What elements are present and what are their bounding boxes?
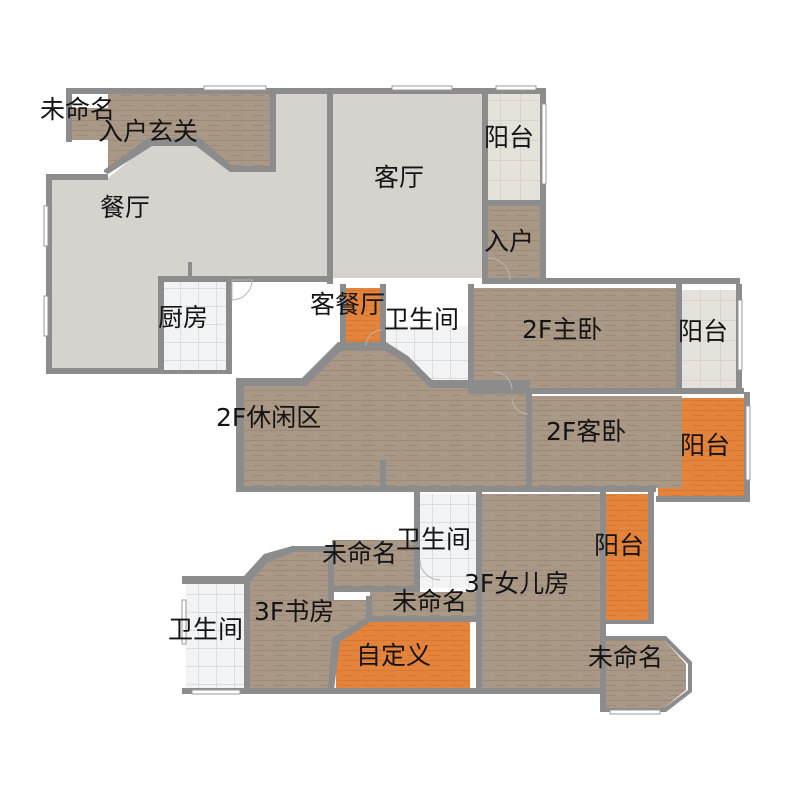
floor-balcony-3 xyxy=(658,398,748,498)
room-label-unnamed-1: 未命名 xyxy=(40,95,115,124)
room-labels: 未命名 入户玄关 餐厅 客厅 阳台 入户 厨房 客餐厅 卫生间 2F主卧 阳台 … xyxy=(40,95,730,672)
room-label-kitchen: 厨房 xyxy=(158,303,208,332)
room-label-unnamed-2: 未命名 xyxy=(322,539,397,568)
room-floors xyxy=(52,94,748,708)
room-label-balcony-3: 阳台 xyxy=(680,431,730,460)
floor-balcony-1 xyxy=(486,94,540,202)
floor-kitchen xyxy=(162,282,230,370)
floor-guest-bedroom xyxy=(530,396,682,488)
floor-study xyxy=(246,550,370,690)
room-label-entry: 入户 xyxy=(484,227,534,256)
room-label-custom: 自定义 xyxy=(356,641,431,670)
floor-entrance-hall xyxy=(108,94,272,168)
floor-unnamed-3 xyxy=(370,592,478,620)
room-label-guest-bedroom: 2F客卧 xyxy=(546,417,626,446)
doors xyxy=(231,257,529,581)
floor-master-bedroom xyxy=(472,288,678,392)
floor-balcony-2 xyxy=(682,290,738,392)
floor-unnamed-4 xyxy=(604,640,686,708)
room-label-balcony-2: 阳台 xyxy=(678,317,728,346)
floor-leisure xyxy=(240,346,528,488)
room-label-balcony-4: 阳台 xyxy=(594,531,644,560)
floor-dining xyxy=(52,94,330,368)
floor-bathroom-2 xyxy=(418,494,476,588)
room-label-leisure: 2F休闲区 xyxy=(216,403,321,432)
room-label-bathroom-2: 卫生间 xyxy=(396,525,471,554)
room-label-dining: 餐厅 xyxy=(100,193,150,222)
floor-balcony-4 xyxy=(604,494,650,620)
room-label-balcony-1: 阳台 xyxy=(484,123,534,152)
floor-living xyxy=(333,94,486,278)
room-label-bathroom-3: 卫生间 xyxy=(168,615,243,644)
floor-unnamed-2 xyxy=(332,540,418,588)
room-label-living-dining: 客餐厅 xyxy=(310,290,385,319)
room-label-entrance-hall: 入户玄关 xyxy=(98,117,198,146)
room-label-unnamed-4: 未命名 xyxy=(588,643,663,672)
floor-unnamed-1 xyxy=(68,108,108,140)
windows xyxy=(43,85,751,715)
floor-daughter-room xyxy=(480,494,602,690)
floor-bathroom-1 xyxy=(384,326,470,384)
floor-bathroom-3 xyxy=(186,580,246,690)
room-label-living: 客厅 xyxy=(374,163,424,192)
room-label-study: 3F书房 xyxy=(254,597,334,626)
walls xyxy=(46,88,750,712)
room-label-bathroom-1: 卫生间 xyxy=(384,305,459,334)
room-label-daughter-room: 3F女儿房 xyxy=(464,569,569,598)
room-label-master-bedroom: 2F主卧 xyxy=(522,315,602,344)
room-label-unnamed-3: 未命名 xyxy=(392,587,467,616)
floor-custom xyxy=(336,620,470,690)
